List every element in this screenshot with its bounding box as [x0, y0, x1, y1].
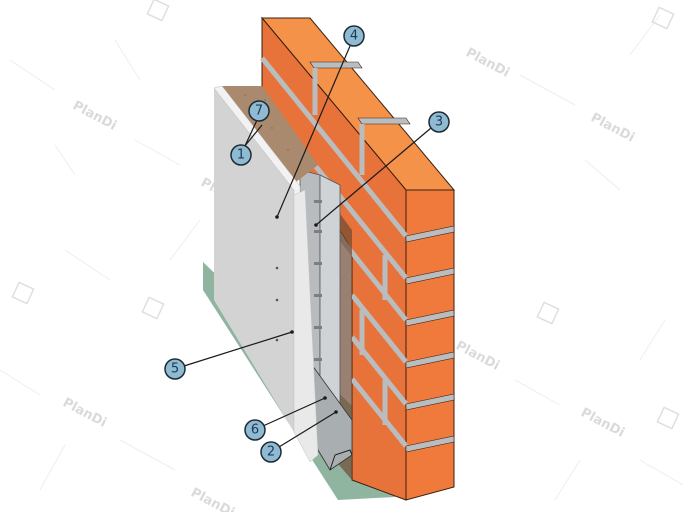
plandi-logo-icon: [11, 0, 680, 430]
leader-lines: [183, 45, 432, 448]
callout-4: 4: [343, 25, 365, 47]
callout-6: 6: [244, 419, 266, 441]
insulation-layer: [222, 86, 318, 182]
watermark-text: PlanDi: [60, 395, 109, 430]
watermark-text: PlanDi: [70, 98, 119, 133]
leader-line-4: [276, 45, 351, 218]
stud-screws: [314, 200, 322, 361]
callout-label: 3: [435, 115, 443, 130]
leader-line-6: [262, 397, 326, 427]
brick-top-steps: [309, 61, 411, 125]
watermark-text: PlanDi: [588, 110, 637, 145]
callout-label: 2: [267, 445, 275, 460]
callout-label: 1: [237, 148, 245, 163]
leader-line-3: [315, 127, 432, 226]
leader-line-5: [183, 331, 293, 367]
leader-line-2: [278, 411, 337, 448]
mortar-joints-front: [405, 225, 455, 453]
brick-wall-front: [405, 189, 455, 501]
leader-line-1: [243, 124, 263, 148]
callout-label: 6: [251, 423, 259, 438]
callout-3: 3: [428, 111, 450, 133]
watermark-text: PlanDi: [453, 338, 502, 373]
watermark-text: PlanDi: [578, 405, 627, 440]
callout-label: 4: [350, 29, 358, 44]
watermark-text: PlanDi: [188, 485, 237, 512]
leader-line-7: [243, 117, 259, 149]
callout-label: 5: [171, 362, 179, 377]
callout-5: 5: [164, 358, 186, 380]
watermark-text: PlanDi: [463, 45, 512, 80]
callout-2: 2: [260, 441, 282, 463]
vapor-barrier-strip: [293, 189, 319, 463]
callout-1: 1: [230, 144, 252, 166]
floor-track-edge: [329, 449, 353, 471]
callout-7: 7: [248, 100, 270, 122]
leader-endpoints: [275, 215, 338, 414]
callout-label: 7: [255, 104, 263, 119]
drywall-board: [214, 88, 294, 432]
